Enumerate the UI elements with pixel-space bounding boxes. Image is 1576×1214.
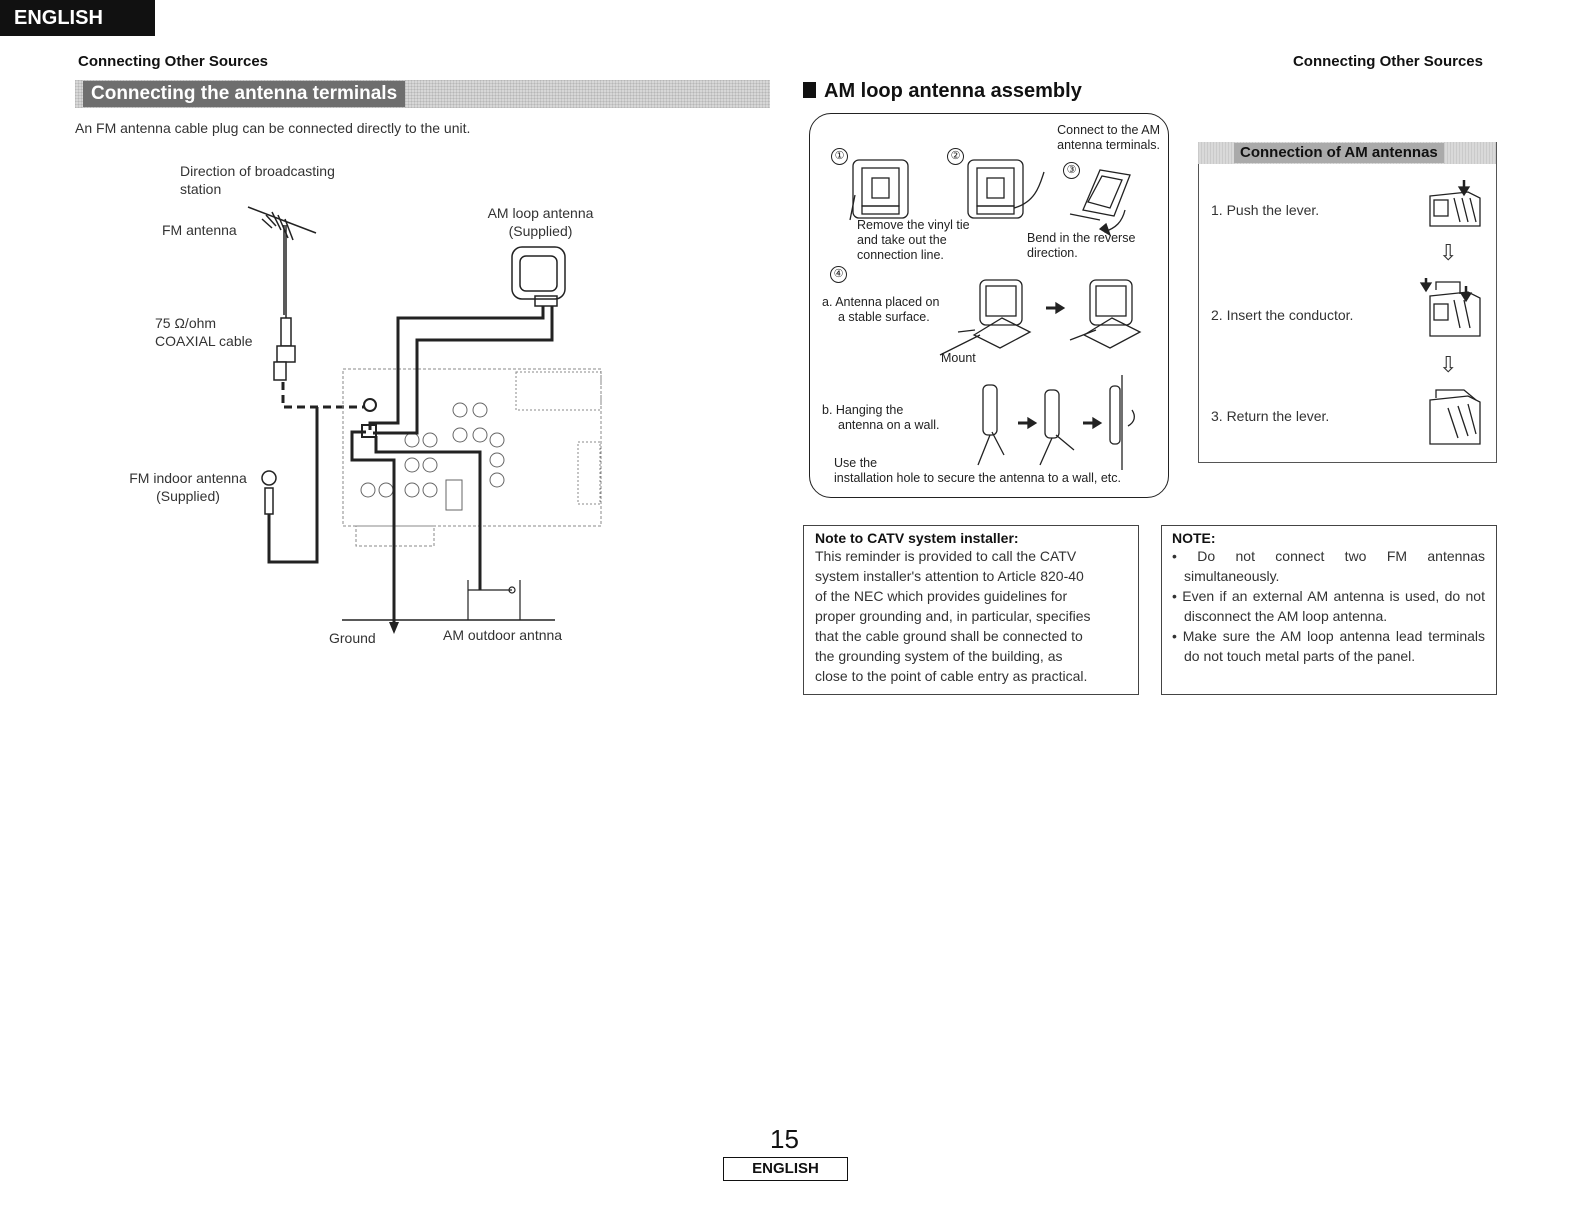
am-loop-cable-b	[373, 306, 554, 435]
fm-indoor-cable	[267, 407, 319, 564]
ground-arrow	[389, 622, 399, 634]
step-3-number: ③	[1063, 162, 1080, 179]
note: NOTE: • Do not connect two FM antennas s…	[1172, 530, 1485, 666]
antenna-on-surface-mounted-icon	[1069, 279, 1142, 349]
loop-antenna-untied-icon	[967, 159, 1045, 219]
catv-note-body: This reminder is provided to call the CA…	[815, 548, 1091, 684]
catv-note-title: Note to CATV system installer:	[815, 530, 1019, 546]
running-head-right: Connecting Other Sources	[1292, 53, 1483, 70]
step-2-number: ②	[947, 148, 964, 165]
ground-label: Ground	[329, 630, 376, 646]
note-bullet: • Do not connect two FM antennas simulta…	[1172, 548, 1485, 584]
note-bullet: • Make sure the AM loop antenna lead ter…	[1172, 628, 1485, 664]
push-lever-icon	[1429, 180, 1481, 227]
catv-note: Note to CATV system installer: This remi…	[815, 530, 1127, 686]
intro-text: An FM antenna cable plug can be connecte…	[75, 120, 471, 136]
down-arrow-icon: ⇩	[1439, 352, 1458, 377]
section-title: Connecting the antenna terminals	[83, 81, 406, 107]
fm-antenna-icon	[247, 206, 317, 315]
terminal-lever-illustrations	[1419, 180, 1481, 445]
antenna-hanging-step2-icon	[1039, 389, 1075, 466]
page-number: 15	[770, 1124, 799, 1154]
am-outdoor-label: AM outdoor antnna	[443, 627, 563, 643]
coaxial-cable-icon	[273, 225, 296, 381]
am-outdoor-cable	[374, 436, 482, 590]
loop-antenna-tied-icon	[849, 159, 909, 221]
am-assembly-illustrations	[849, 159, 1142, 470]
down-arrow-icon: ⇩	[1439, 240, 1458, 265]
fm-indoor-antenna-icon	[261, 470, 277, 515]
heading-square-icon	[803, 82, 816, 98]
fm-antenna-label: FM antenna	[162, 222, 237, 238]
fm-cable-dashed	[281, 382, 370, 409]
note-box	[1161, 525, 1497, 695]
antenna-hanging-step1-icon	[977, 384, 1005, 466]
antenna-on-surface-icon	[939, 279, 1032, 356]
antenna-connection-diagram	[247, 206, 602, 634]
am-loop-label: AM loop antenna(Supplied)	[487, 205, 594, 239]
am-loop-antenna-icon	[511, 246, 566, 307]
language-tab: ENGLISH	[0, 0, 155, 36]
receiver-rear-panel	[342, 368, 602, 547]
connection-am-header: Connection of AM antennas	[1198, 142, 1496, 164]
mount-label: Mount	[941, 351, 976, 365]
note-title: NOTE:	[1172, 530, 1216, 546]
connection-step-3: 3. Return the lever.	[1211, 408, 1330, 424]
fm-indoor-label: FM indoor antenna(Supplied)	[129, 470, 247, 504]
am-loop-cable-a	[368, 306, 545, 430]
catv-note-box	[803, 525, 1139, 695]
footer-language-label: ENGLISH	[723, 1157, 848, 1181]
connection-step-1: 1. Push the lever.	[1211, 202, 1320, 218]
running-head-left: Connecting Other Sources	[78, 53, 269, 70]
am-assembly-heading: AM loop antenna assembly	[803, 80, 1082, 103]
connection-am-title: Connection of AM antennas	[1234, 143, 1444, 163]
ground-cable	[350, 430, 396, 625]
note-bullet: • Even if an external AM antenna is used…	[1172, 588, 1485, 624]
insert-conductor-icon	[1419, 278, 1481, 337]
am-outdoor-antenna-icon	[467, 580, 521, 620]
connection-step-2: 2. Insert the conductor.	[1211, 307, 1354, 323]
am-assembly-box	[809, 113, 1169, 498]
loop-antenna-bent-icon	[1069, 169, 1131, 237]
section-banner: Connecting the antenna terminals	[75, 80, 770, 108]
note-bullets: • Do not connect two FM antennas simulta…	[1172, 546, 1485, 666]
return-lever-icon	[1429, 389, 1481, 445]
step-4-number: ④	[830, 266, 847, 283]
step-1-number: ①	[831, 148, 848, 165]
antenna-hanging-step3-icon	[1109, 375, 1135, 470]
